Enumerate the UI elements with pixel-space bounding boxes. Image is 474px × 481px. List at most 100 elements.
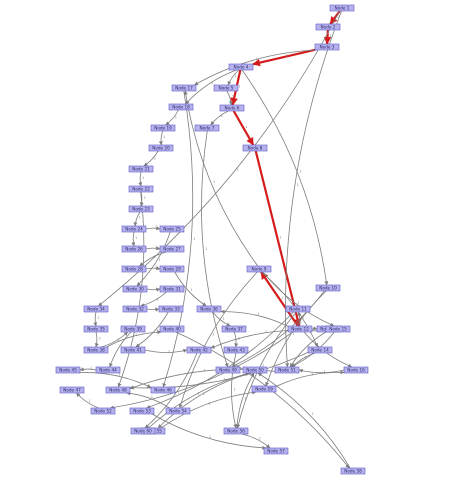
node-n23[interactable]: Node 23	[128, 205, 154, 213]
edge-n19-n20	[158, 130, 164, 146]
edge-n54-n48	[126, 391, 170, 409]
node-n1[interactable]: Node 1	[329, 4, 355, 12]
node-n58[interactable]: Node 58	[340, 467, 366, 475]
node-n26[interactable]: Node 26	[121, 245, 147, 253]
node-n32[interactable]: Node 32	[122, 305, 148, 313]
node-n40[interactable]: Node 40	[159, 325, 185, 333]
node-label: Node 4	[234, 65, 249, 70]
node-n30[interactable]: Node 30	[122, 285, 148, 293]
edge-n9-n17	[183, 90, 259, 267]
node-n46[interactable]: Node 46	[150, 386, 176, 394]
node-n29[interactable]: Node 29	[159, 265, 185, 273]
node-label: Node 50	[246, 368, 264, 373]
node-n25[interactable]: Node 25	[159, 225, 185, 233]
node-n28[interactable]: Node 28	[121, 265, 147, 273]
node-box	[128, 185, 154, 193]
node-n4[interactable]: Node 4	[228, 63, 254, 71]
node-n50[interactable]: Node 50	[242, 366, 268, 374]
node-n56[interactable]: Node 56	[223, 427, 249, 435]
edge-n35-n38	[94, 331, 99, 348]
edge-n4-n10	[241, 69, 329, 286]
node-n57[interactable]: Node 57	[263, 447, 289, 455]
node-n60[interactable]: Node 60	[130, 427, 156, 435]
node-n6[interactable]: Node 6	[219, 104, 245, 112]
node-n52[interactable]: Node 52	[90, 407, 116, 415]
node-n45[interactable]: Node 45	[55, 366, 81, 374]
node-n49[interactable]: Node 49	[215, 366, 241, 374]
edge-label-n3-n17: 1	[255, 57, 257, 61]
edge-label-n42-n60: 1	[178, 391, 180, 395]
node-n59[interactable]: Node 59	[251, 385, 277, 393]
node-n47[interactable]: Node 47	[59, 386, 85, 394]
node-n2[interactable]: Node 2	[315, 23, 341, 31]
node-n37[interactable]: Node 37	[221, 325, 247, 333]
node-n35[interactable]: Node 35	[83, 325, 109, 333]
node-box	[121, 245, 147, 253]
node-n39[interactable]: Node 39	[120, 325, 146, 333]
edge-n41-n42	[144, 348, 188, 353]
node-label: Node 5	[219, 86, 234, 91]
node-n54[interactable]: Node 54	[165, 407, 191, 415]
node-box	[165, 407, 191, 415]
node-n9[interactable]: Node 9	[246, 265, 272, 273]
node-n27[interactable]: Node 27	[159, 245, 185, 253]
node-n15[interactable]: Node 15	[325, 325, 351, 333]
node-box	[120, 325, 146, 333]
edge-n43-n56	[231, 352, 238, 429]
edge-label-n59-n16: 1	[311, 372, 313, 376]
node-label: Node 15	[329, 327, 347, 332]
node-n43[interactable]: Node 43	[223, 346, 249, 354]
edge-n30-n31	[146, 287, 161, 292]
node-n7[interactable]: Node 7	[194, 124, 220, 132]
node-label: Node 8	[248, 146, 263, 151]
node-n33[interactable]: Node 33	[158, 305, 184, 313]
node-n3[interactable]: Node 3	[314, 43, 340, 51]
node-n53[interactable]: Node 53	[129, 407, 155, 415]
edge-n1-n34	[98, 10, 340, 307]
node-n17[interactable]: Node 17	[171, 84, 197, 92]
node-box	[129, 407, 155, 415]
node-n22[interactable]: Node 22	[128, 185, 154, 193]
node-n19[interactable]: Node 19	[150, 124, 176, 132]
node-box	[186, 346, 212, 354]
node-box	[122, 305, 148, 313]
node-label: Node 32	[126, 307, 144, 312]
edge-n60-n50	[148, 372, 250, 429]
node-n44[interactable]: Node 44	[95, 366, 121, 374]
node-n11[interactable]: Node 11	[285, 305, 311, 313]
node-box	[307, 346, 333, 354]
node-n31[interactable]: Node 31	[159, 285, 185, 293]
edge-label-n1-n34: 1	[236, 168, 238, 172]
edge-n2-n3	[323, 29, 332, 45]
node-n51[interactable]: Node 51	[274, 366, 300, 374]
edge-n1-n51	[285, 10, 342, 368]
node-n12[interactable]: Node 12	[287, 325, 313, 333]
node-n16[interactable]: Node 16	[343, 366, 369, 374]
node-box	[128, 205, 154, 213]
edge-n55-n59	[160, 390, 257, 429]
node-n34[interactable]: Node 34	[83, 305, 109, 313]
edge-label-n30-n31: 1	[156, 287, 158, 291]
node-n42[interactable]: Node 42	[186, 346, 212, 354]
node-n36[interactable]: Node 36	[196, 305, 222, 313]
node-n24[interactable]: Node 24	[121, 225, 147, 233]
node-n8[interactable]: Node 8	[242, 144, 268, 152]
edge-label-n18-n19: 1	[175, 115, 177, 119]
edge-n24-n25	[145, 226, 161, 231]
node-label: Node 58	[344, 469, 362, 474]
node-box	[159, 245, 185, 253]
node-n10[interactable]: Node 10	[315, 284, 341, 292]
node-n18[interactable]: Node 18	[168, 103, 194, 111]
node-label: Node 12	[291, 327, 309, 332]
node-n48[interactable]: Node 48	[105, 386, 131, 394]
edge-label-n51-n48: 1	[203, 368, 205, 372]
node-n5[interactable]: Node 5	[213, 84, 239, 92]
edge-n6-n7	[210, 110, 229, 126]
node-n14[interactable]: Node 14	[307, 346, 333, 354]
node-label: Node 19	[154, 126, 172, 131]
node-n21[interactable]: Node 21	[128, 165, 154, 173]
node-n41[interactable]: Node 41	[120, 346, 146, 354]
node-n20[interactable]: Node 20	[148, 144, 174, 152]
node-n38[interactable]: Node 38	[83, 346, 109, 354]
edge-n33-n41	[135, 311, 169, 348]
